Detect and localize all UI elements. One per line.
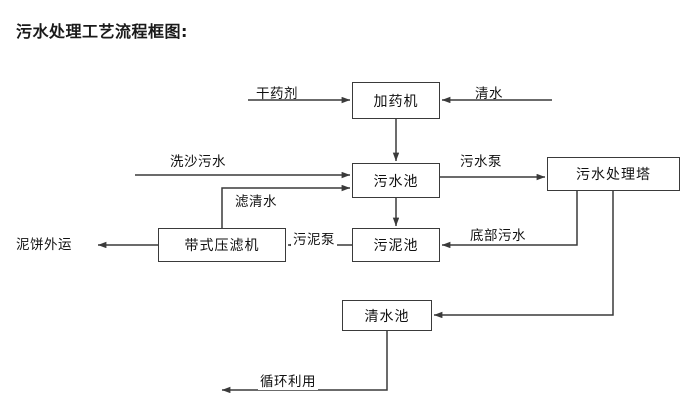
- edge-label-sludge-pump: 污泥泵: [291, 228, 337, 248]
- edge-label-bottom-sewage: 底部污水: [468, 224, 528, 244]
- terminal-clean-water: 清水: [475, 86, 503, 102]
- terminal-sand-wash-sewage: 洗沙污水: [170, 154, 226, 170]
- node-label: 带式压滤机: [184, 238, 260, 254]
- node-label: 污泥池: [373, 238, 419, 254]
- node-clear-pool[interactable]: 清水池: [342, 300, 432, 331]
- node-label: 加药机: [373, 93, 419, 110]
- terminal-mud-cake-out: 泥饼外运: [16, 237, 72, 253]
- page-title: 污水处理工艺流程框图:: [16, 22, 188, 41]
- edge-tower-to-clear-pool: [433, 191, 614, 319]
- edge-bottom-sewage-to-sludge-pool: [441, 191, 578, 249]
- node-label: 污水池: [373, 173, 419, 190]
- edge-label-sewage-pump: 污水泵: [458, 150, 504, 170]
- terminal-dry-agent: 干药剂: [256, 86, 298, 102]
- node-label: 清水池: [364, 308, 410, 325]
- edge-filtrate-to-sewage-pool: [221, 184, 351, 228]
- edge-label-recycle-use: 循环利用: [258, 370, 318, 390]
- node-dosing-machine[interactable]: 加药机: [352, 82, 440, 119]
- node-sewage-pool[interactable]: 污水池: [352, 163, 440, 198]
- edge-clear-pool-recycle: [221, 331, 388, 394]
- node-treatment-tower[interactable]: 污水处理塔: [547, 157, 680, 191]
- node-label: 污水处理塔: [576, 167, 651, 183]
- node-belt-press[interactable]: 带式压滤机: [158, 228, 286, 262]
- edge-label-filtrate-water: 滤清水: [233, 190, 279, 210]
- node-sludge-pool[interactable]: 污泥池: [352, 228, 440, 262]
